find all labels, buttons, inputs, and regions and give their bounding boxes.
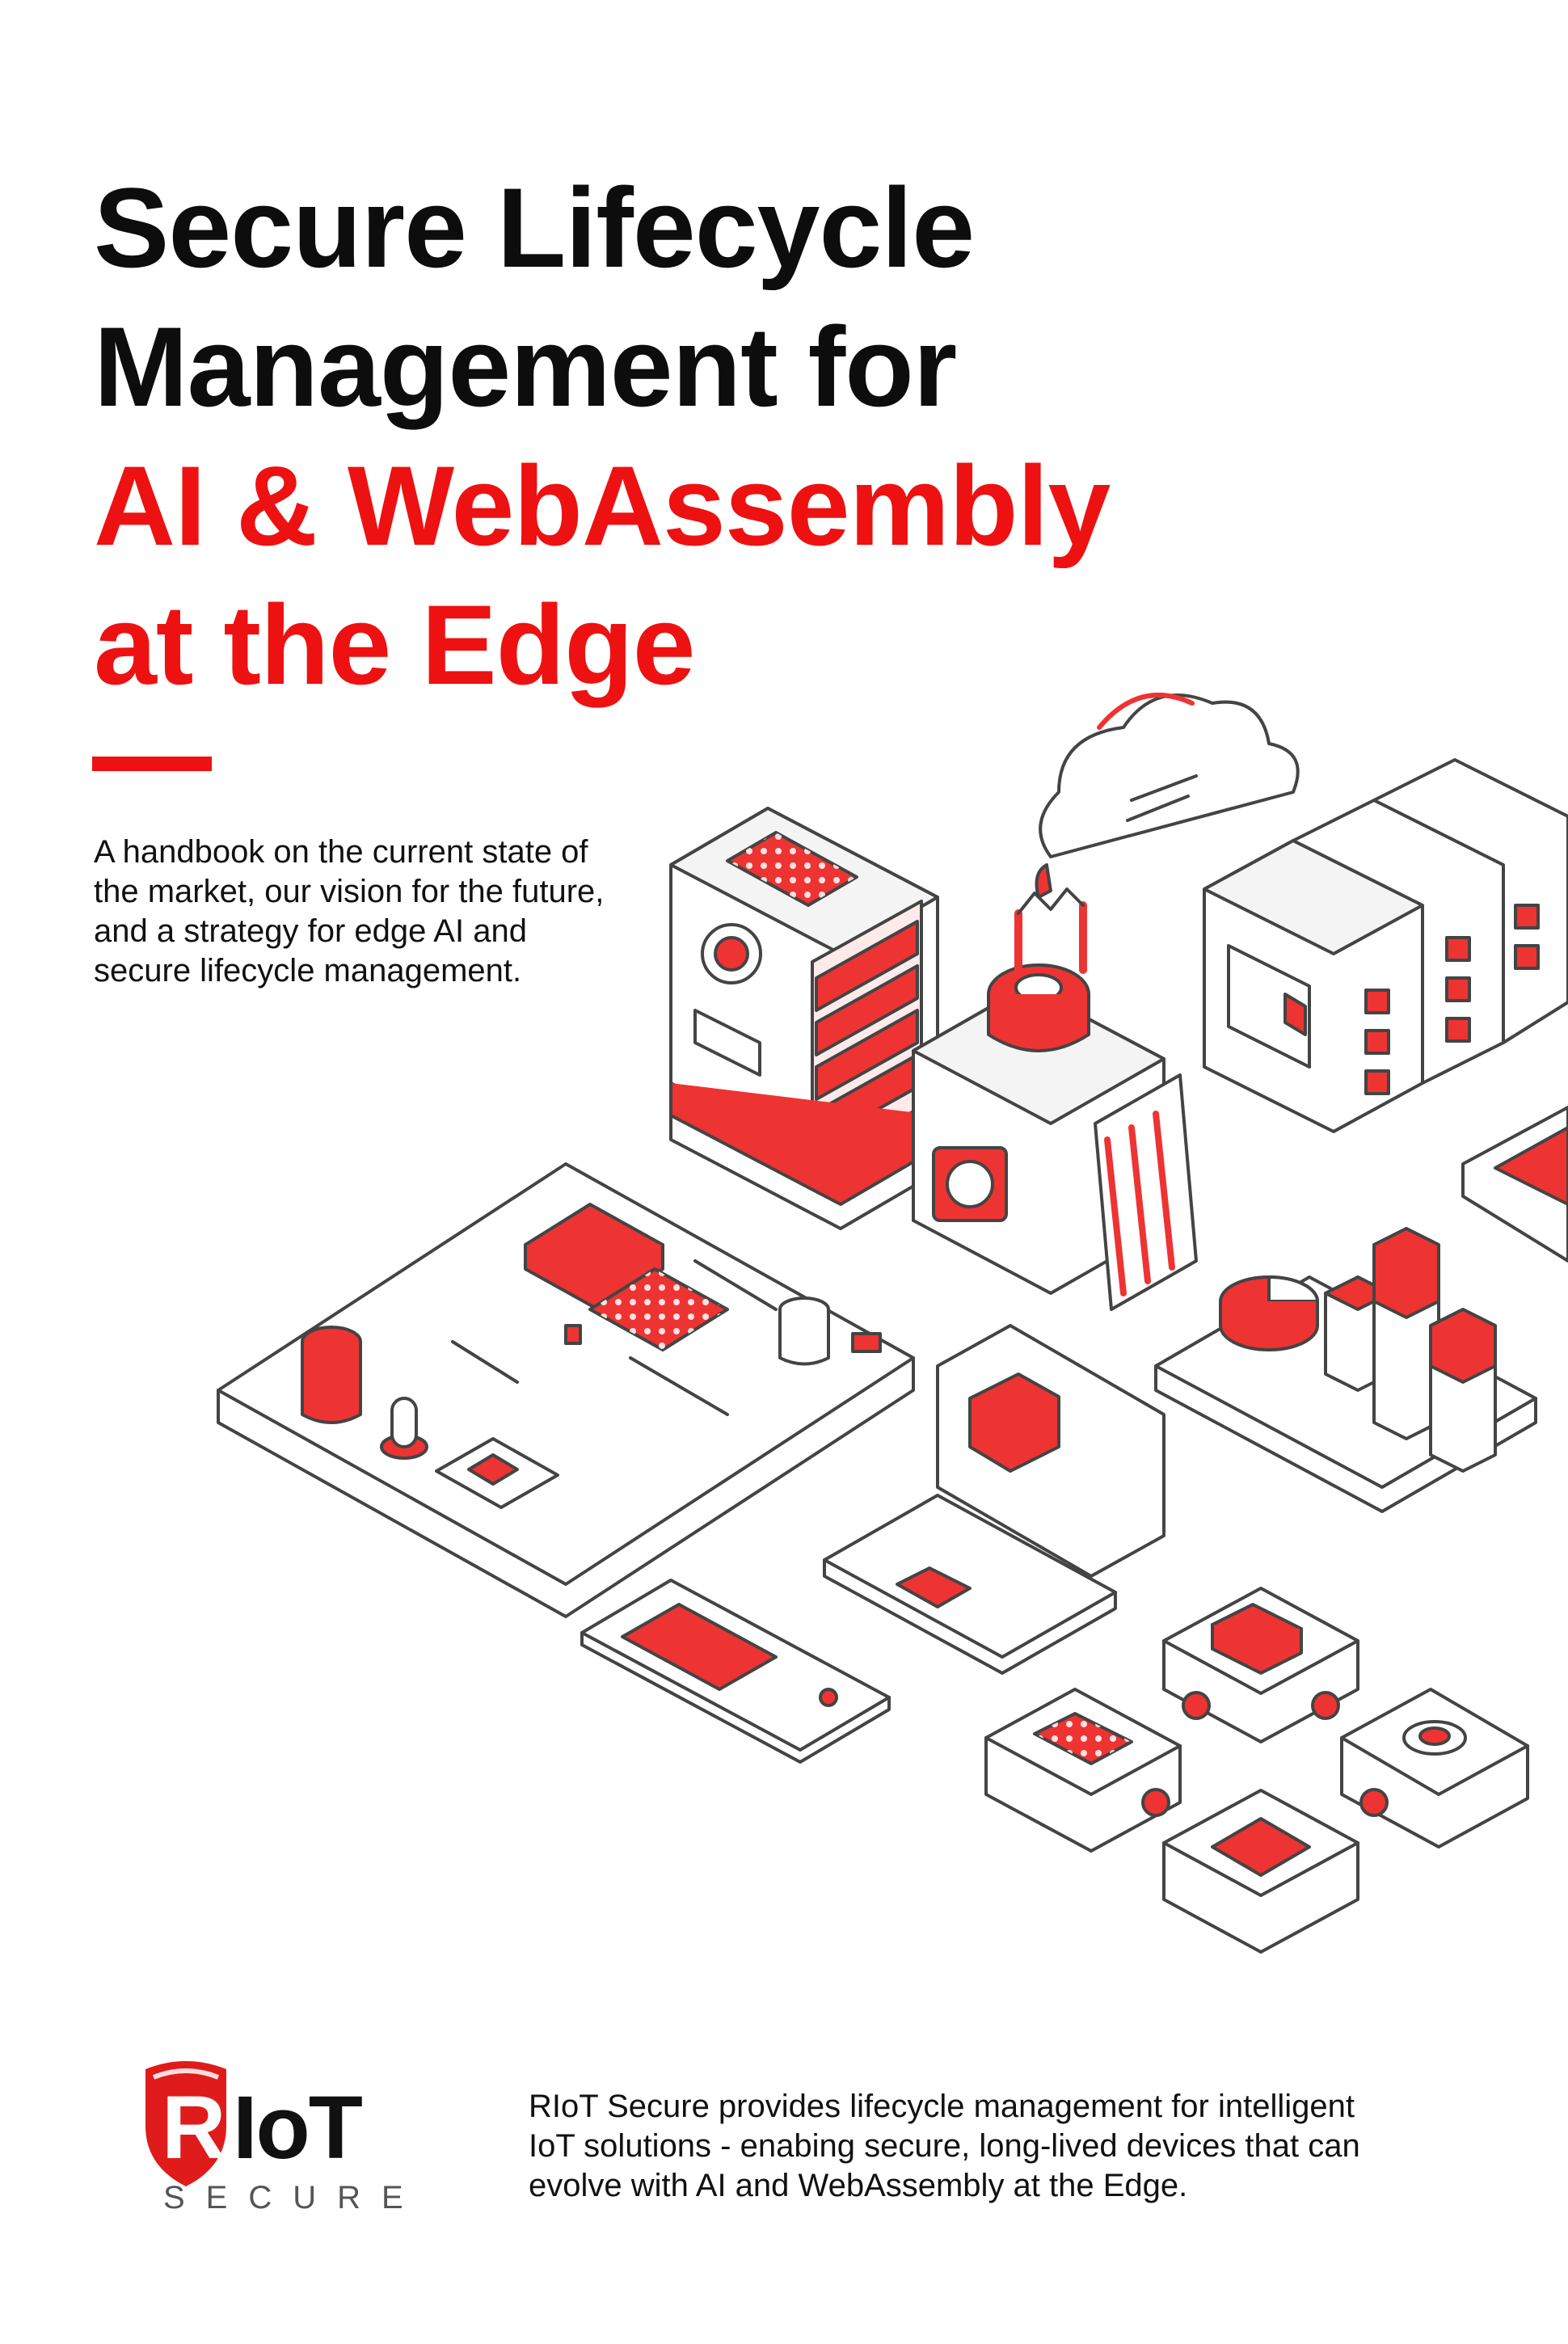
footer-line: evolve with AI and WebAssembly at the Ed… — [529, 2168, 1188, 2203]
subtitle-line: A handbook on the current state of — [94, 834, 588, 870]
cloud-icon — [1035, 693, 1300, 899]
cover-subtitle: A handbook on the current state of the m… — [94, 833, 660, 991]
title-line-1: Secure Lifecycle — [94, 164, 975, 291]
riot-secure-logo: R IoT SECURE — [145, 2061, 424, 2215]
subtitle-line: secure lifecycle management. — [94, 953, 522, 989]
logo-tagline: SECURE — [163, 2180, 424, 2215]
pie-chart-icon — [1219, 1275, 1319, 1351]
footer-line: IoT solutions - enabing secure, long-liv… — [529, 2128, 1360, 2164]
logo-r-letter: R — [162, 2078, 226, 2177]
footer-line: RIoT Secure provides lifecycle managemen… — [529, 2089, 1355, 2124]
subtitle-line: the market, our vision for the future, — [94, 874, 605, 909]
server-blades-icon — [1203, 758, 1568, 1133]
logo-wordmark: IoT — [233, 2078, 363, 2177]
title-red-line-2: at the Edge — [94, 581, 696, 708]
title-red-line-1: AI & WebAssembly — [94, 442, 1111, 569]
company-description: RIoT Secure provides lifecycle managemen… — [529, 2087, 1418, 2206]
network-nodes-icon — [984, 1587, 1529, 1954]
magnet-coil-icon — [912, 887, 1198, 1311]
smartphone-video-icon — [580, 1579, 891, 1764]
laptop-code-icon — [823, 1324, 1165, 1675]
cover-title: Secure Lifecycle Management for AI & Web… — [94, 158, 1111, 715]
subtitle-line: and a strategy for edge AI and — [94, 913, 527, 949]
server-rack-icon — [669, 807, 939, 1230]
tablet-icon — [1461, 1106, 1568, 1263]
title-line-2: Management for — [94, 303, 957, 430]
shield-r-logo-icon: R — [145, 2061, 226, 2186]
accent-divider — [92, 757, 212, 771]
circuit-board-icon — [217, 1162, 915, 1618]
bar-chart-icon — [1154, 1227, 1537, 1513]
